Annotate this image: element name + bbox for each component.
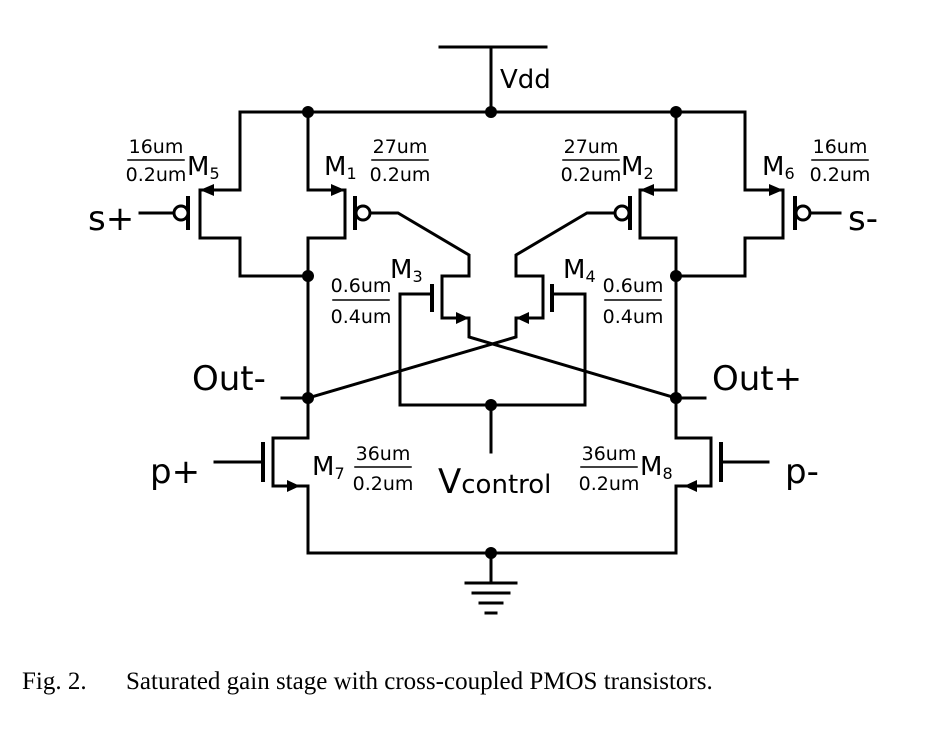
- m3-name: M3: [390, 255, 423, 286]
- vdd-label: Vdd: [500, 65, 551, 95]
- m4-name: M4: [563, 255, 596, 286]
- m7-source-wire: [271, 484, 310, 555]
- m5-name: M5: [187, 152, 220, 183]
- arrows: [200, 184, 783, 492]
- m8-name: M8: [640, 452, 673, 483]
- m8-length: 0.2um: [579, 473, 640, 495]
- m6-arrow-icon: [769, 184, 783, 196]
- m2-length: 0.2um: [561, 164, 622, 186]
- m6-name: M6: [762, 152, 795, 183]
- junction-dot: [485, 547, 497, 559]
- m1-length: 0.2um: [370, 164, 431, 186]
- p-minus-label: p-: [785, 452, 819, 492]
- figure-number: Fig. 2.: [22, 668, 87, 695]
- vcontrol-main: V: [438, 462, 461, 502]
- m6-drain-wire: [674, 236, 785, 278]
- m5-width: 16um: [129, 136, 184, 158]
- m8-width: 36um: [582, 443, 637, 465]
- vcontrol-label: Vcontrol: [438, 462, 551, 502]
- m7-size: 36um 0.2um: [353, 443, 414, 495]
- m6-gate-bubble: [794, 204, 812, 222]
- m2-gate-bubble: [613, 204, 631, 222]
- m6-length: 0.2um: [810, 164, 871, 186]
- m6-width: 16um: [813, 136, 868, 158]
- m4-length: 0.4um: [603, 306, 664, 328]
- junction-dot: [670, 392, 682, 404]
- m2-width: 27um: [564, 136, 619, 158]
- m1-name: M1: [324, 152, 357, 183]
- junction-dot: [302, 392, 314, 404]
- m4-size: 0.6um 0.4um: [603, 275, 664, 328]
- m5-gate-bubble: [172, 204, 190, 222]
- m3-size: 0.6um 0.4um: [331, 275, 392, 328]
- figure-caption: Fig. 2. Saturated gain stage with cross-c…: [22, 668, 713, 696]
- m7-name: M7: [312, 452, 345, 483]
- m7-length: 0.2um: [353, 473, 414, 495]
- m8-size: 36um 0.2um: [579, 443, 640, 495]
- vcontrol-sub: control: [461, 470, 551, 500]
- wiring: [138, 45, 842, 615]
- gate-bubbles: [172, 204, 812, 222]
- m7-drain-wire: [271, 396, 310, 440]
- control-loop: [398, 292, 587, 407]
- m5-arrow-icon: [200, 184, 214, 196]
- m3-source-wire: [440, 274, 471, 320]
- m8-source-wire: [674, 484, 713, 555]
- m4-drain-cross: [306, 316, 545, 400]
- m1-width: 27um: [373, 136, 428, 158]
- m3-width: 0.6um: [331, 275, 392, 297]
- m8-arrow-icon: [684, 480, 697, 492]
- m2-name: M2: [621, 152, 654, 183]
- labels: Vdd s+ s- p+ p- Out- Out+ Vcontrol M5 M1…: [88, 65, 878, 502]
- m2-arrow-icon: [640, 184, 654, 196]
- m5-length: 0.2um: [126, 164, 187, 186]
- m5-size: 16um 0.2um: [126, 136, 187, 186]
- m5-drain-wire: [198, 236, 310, 278]
- out-plus-label: Out+: [712, 359, 802, 399]
- caption-text: Saturated gain stage with cross-coupled …: [126, 668, 713, 695]
- m2-gate-wire: [514, 211, 617, 278]
- m1-gate-bubble: [354, 204, 372, 222]
- m3-arrow-icon: [456, 312, 469, 324]
- m4-source-wire: [514, 274, 545, 320]
- m2-drain-wire: [638, 236, 678, 400]
- m1-drain-wire: [306, 236, 347, 400]
- m1-arrow-icon: [331, 184, 345, 196]
- junction-dot: [302, 270, 314, 282]
- junction-dot: [670, 270, 682, 282]
- junction-dot: [485, 106, 497, 118]
- junction-dots: [302, 106, 682, 559]
- junction-dot: [485, 399, 497, 411]
- m1-size: 27um 0.2um: [370, 136, 431, 186]
- junction-dot: [302, 106, 314, 118]
- circuit-diagram: Vdd s+ s- p+ p- Out- Out+ Vcontrol M5 M1…: [88, 45, 878, 615]
- m6-size: 16um 0.2um: [810, 136, 871, 186]
- p-plus-label: p+: [150, 452, 200, 492]
- m3-length: 0.4um: [331, 306, 392, 328]
- s-plus-label: s+: [88, 199, 134, 239]
- m7-width: 36um: [356, 443, 411, 465]
- m3-drain-cross: [440, 316, 678, 400]
- out-minus-label: Out-: [192, 359, 266, 399]
- m7-arrow-icon: [287, 480, 300, 492]
- s-minus-label: s-: [848, 199, 878, 239]
- m8-drain-wire: [674, 396, 713, 440]
- m2-size: 27um 0.2um: [561, 136, 622, 186]
- m1-gate-wire: [368, 211, 471, 278]
- m4-arrow-icon: [516, 312, 529, 324]
- junction-dot: [670, 106, 682, 118]
- m4-width: 0.6um: [603, 275, 664, 297]
